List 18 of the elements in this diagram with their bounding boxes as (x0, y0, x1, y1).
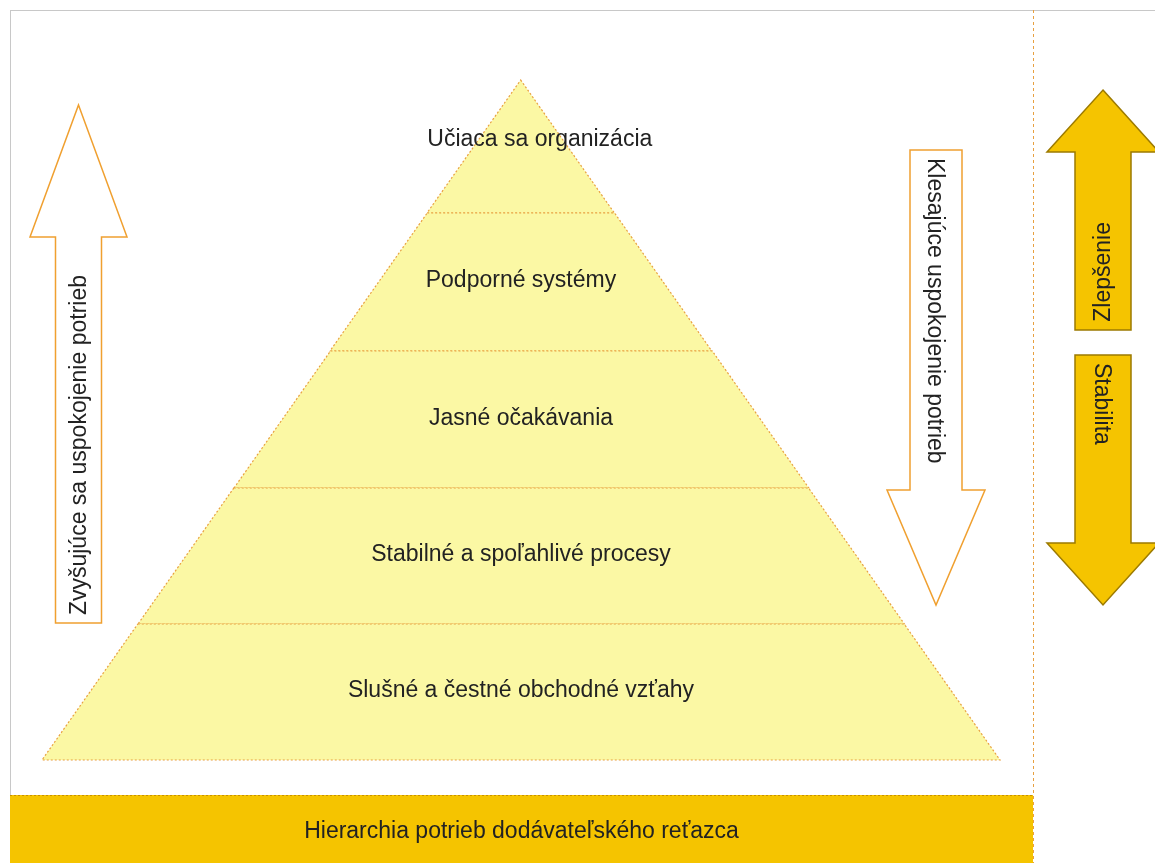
arrow-label: Klesajúce uspokojenie potrieb (922, 158, 949, 464)
hollow-up-arrow (30, 105, 127, 623)
level-label: Slušné a čestné obchodné vzťahy (347, 676, 695, 702)
hollow-down-arrow (887, 150, 985, 605)
level-label: Učiaca sa organizácia (427, 125, 653, 151)
title-band (10, 795, 1033, 863)
up-arrow (1047, 90, 1155, 330)
pyramid-level (42, 624, 1000, 760)
arrow-label: Zlepšenie (1089, 222, 1116, 322)
level-label: Stabilné a spoľahlivé procesy (371, 540, 671, 566)
down-arrow (1047, 355, 1155, 605)
arrow-label: Zvyšujúce sa uspokojenie potrieb (64, 274, 92, 615)
pyramid-level (233, 351, 809, 488)
pyramid-level (137, 488, 905, 624)
level-label: Jasné očakávania (428, 403, 614, 430)
band-title: Hierarchia potrieb dodávateľského reťazca (303, 817, 740, 844)
arrow-label: Stabilita (1089, 363, 1116, 445)
level-label: Podporné systémy (425, 266, 617, 292)
